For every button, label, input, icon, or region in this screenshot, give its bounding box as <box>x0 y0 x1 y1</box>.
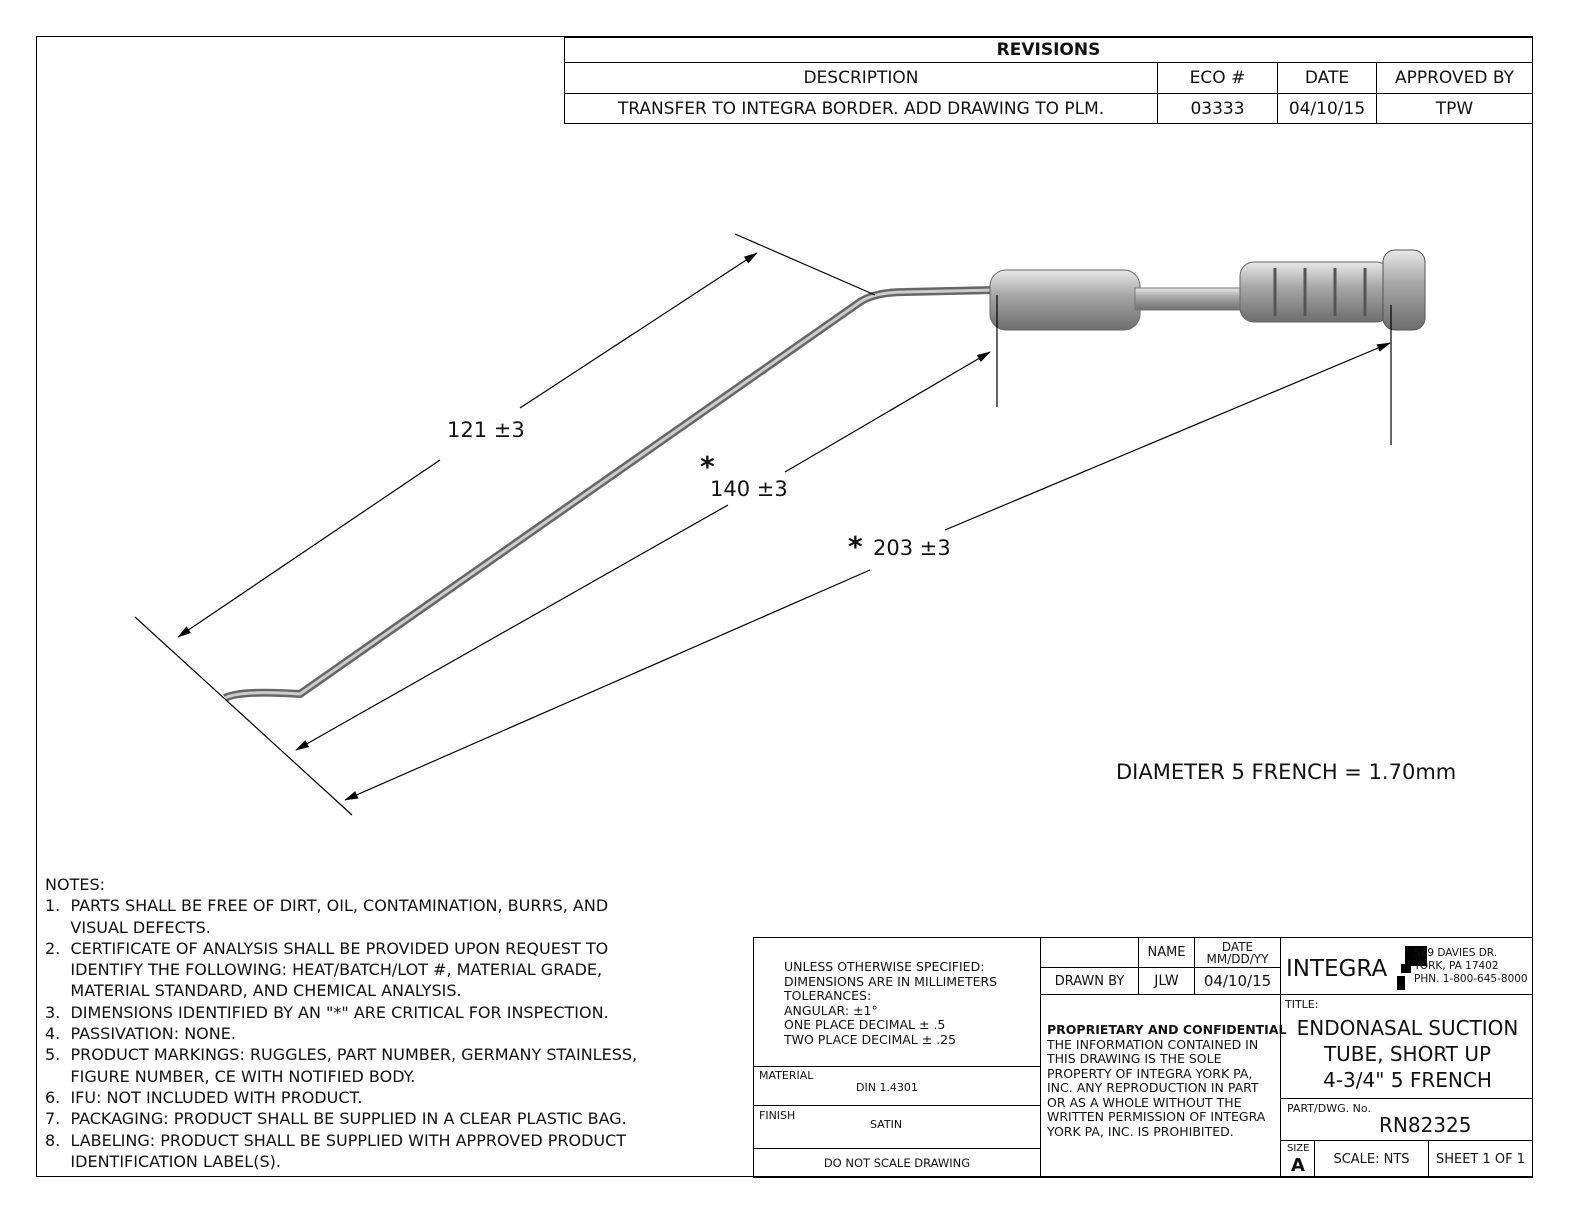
title-label: TITLE: <box>1285 998 1319 1011</box>
note-line: FIGURE NUMBER, CE WITH NOTIFIED BODY. <box>45 1066 416 1086</box>
note-line: IDENTIFY THE FOLLOWING: HEAT/BATCH/LOT #… <box>45 960 603 980</box>
size-label: SIZE <box>1287 1143 1310 1154</box>
thumb-cap <box>1382 249 1426 331</box>
note-line: 8. LABELING: PRODUCT SHALL BE SUPPLIED W… <box>45 1130 627 1150</box>
handle-shaft <box>1134 287 1246 311</box>
note-line: IDENTIFICATION LABEL(S). <box>45 1151 281 1171</box>
integra-logo: INTEGRA <box>1286 956 1388 982</box>
name-label: NAME <box>1138 937 1195 968</box>
note-line: 1. PARTS SHALL BE FREE OF DIRT, OIL, CON… <box>45 896 609 916</box>
part-number: RN82325 <box>1379 1113 1472 1137</box>
tolerances-box: UNLESS OTHERWISE SPECIFIED:DIMENSIONS AR… <box>753 937 1041 1067</box>
logo-mark-icon <box>1405 946 1427 966</box>
drawn-by-label: DRAWN BY <box>1040 967 1139 995</box>
suction-tube <box>223 249 1426 702</box>
scale: SCALE: NTS <box>1314 1140 1429 1178</box>
material-box: MATERIAL DIN 1.4301 <box>753 1066 1041 1106</box>
drawing-border <box>36 36 1533 1177</box>
drawn-date: 04/10/15 <box>1194 967 1281 995</box>
dimension-140: 140 ±3 <box>710 477 788 501</box>
notes: NOTES: 1. PARTS SHALL BE FREE OF DIRT, O… <box>45 874 637 1172</box>
do-not-scale: DO NOT SCALE DRAWING <box>753 1148 1041 1178</box>
note-line: VISUAL DEFECTS. <box>45 917 211 937</box>
diameter-note: DIAMETER 5 FRENCH = 1.70mm <box>1116 760 1457 784</box>
note-line: 3. DIMENSIONS IDENTIFIED BY AN "*" ARE C… <box>45 1002 609 1022</box>
dimension-121: 121 ±3 <box>447 418 525 442</box>
finish-value: SATIN <box>870 1118 903 1131</box>
dimension-lines <box>134 233 1392 816</box>
blank-header-cell <box>1040 937 1139 968</box>
size-value: A <box>1291 1155 1305 1176</box>
drawn-by-value: JLW <box>1138 967 1195 995</box>
finish-label: FINISH <box>759 1109 796 1122</box>
tolerances-text: UNLESS OTHERWISE SPECIFIED:DIMENSIONS AR… <box>784 959 998 1047</box>
handle-grip <box>1239 261 1391 323</box>
note-line: 4. PASSIVATION: NONE. <box>45 1024 236 1044</box>
sheet: SHEET 1 OF 1 <box>1428 1140 1533 1178</box>
handle-block <box>989 269 1141 331</box>
critical-mark-140: * <box>700 450 715 483</box>
note-line: 7. PACKAGING: PRODUCT SHALL BE SUPPLIED … <box>45 1109 627 1129</box>
size-box: SIZE A <box>1280 1140 1315 1178</box>
material-value: DIN 1.4301 <box>856 1081 918 1094</box>
finish-box: FINISH SATIN <box>753 1105 1041 1149</box>
note-line: 2. CERTIFICATE OF ANALYSIS SHALL BE PROV… <box>45 938 609 958</box>
dimension-203: 203 ±3 <box>873 536 951 560</box>
proprietary-text: PROPRIETARY AND CONFIDENTIAL THE INFORMA… <box>1047 1022 1287 1139</box>
logo-mark-icon <box>1397 976 1405 990</box>
notes-heading: NOTES: <box>45 875 105 894</box>
note-line: MATERIAL STANDARD, AND CHEMICAL ANALYSIS… <box>45 981 462 1001</box>
note-line: 6. IFU: NOT INCLUDED WITH PRODUCT. <box>45 1087 363 1107</box>
material-label: MATERIAL <box>759 1069 814 1082</box>
logo-mark-icon <box>1401 964 1411 973</box>
part-number-box: PART/DWG. No. RN82325 <box>1280 1098 1533 1141</box>
proprietary-box: PROPRIETARY AND CONFIDENTIAL THE INFORMA… <box>1040 994 1286 1178</box>
revision-approved: TPW <box>1376 93 1533 124</box>
part-label: PART/DWG. No. <box>1287 1102 1371 1115</box>
note-line: 5. PRODUCT MARKINGS: RUGGLES, PART NUMBE… <box>45 1045 638 1065</box>
critical-mark-203: * <box>848 530 863 563</box>
